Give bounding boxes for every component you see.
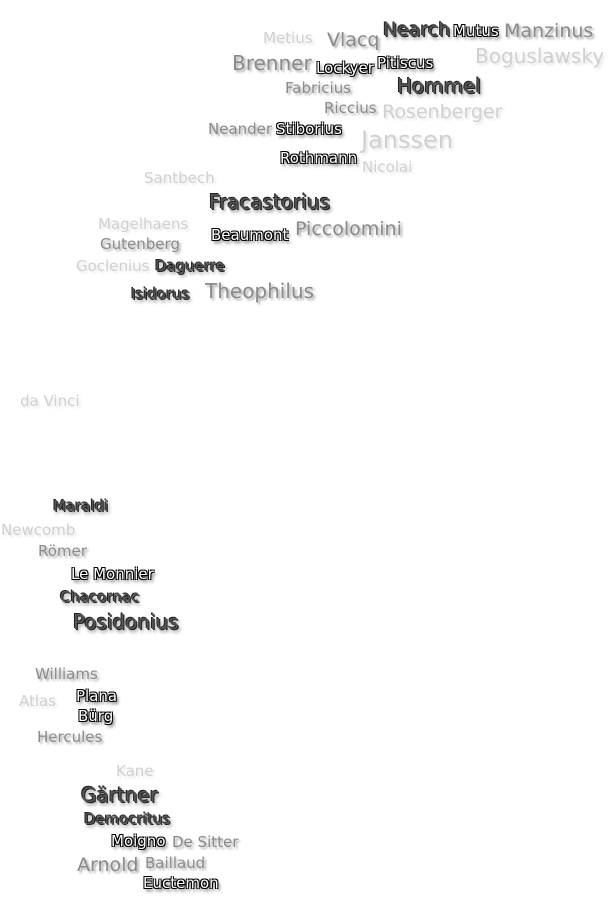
crater-label: Moigno — [111, 831, 166, 850]
crater-label: Magelhaens — [98, 214, 189, 233]
crater-label: Stiborius — [276, 119, 342, 138]
crater-label: Baillaud — [145, 853, 206, 872]
crater-label: Beaumont — [211, 225, 289, 244]
crater-label: Euctemon — [143, 873, 219, 892]
crater-label: Atlas — [19, 691, 57, 710]
crater-label: Römer — [38, 541, 87, 560]
crater-label: Hercules — [37, 727, 103, 746]
crater-label: De Sitter — [172, 832, 239, 851]
crater-label: Gärtner — [81, 783, 159, 807]
crater-label: Fracastorius — [209, 190, 331, 214]
crater-label: Santbech — [144, 168, 215, 187]
crater-label: Arnold — [77, 853, 139, 876]
crater-label: Janssen — [361, 126, 453, 154]
crater-label: da Vinci — [20, 391, 80, 410]
crater-label: Le Monnier — [71, 564, 154, 583]
crater-label: Daguerre — [155, 256, 225, 275]
crater-label: Isidorus — [131, 284, 190, 303]
crater-label: Newcomb — [1, 520, 76, 539]
crater-label: Metius — [263, 28, 313, 47]
crater-label: Theophilus — [205, 279, 315, 303]
crater-label: Posidonius — [73, 610, 179, 634]
crater-label: Chacornac — [60, 587, 140, 606]
crater-label: Gutenberg — [100, 234, 180, 253]
crater-label: Mutus — [453, 21, 499, 40]
crater-label: Boguslawsky — [475, 44, 605, 68]
crater-label: Rosenberger — [382, 100, 503, 123]
crater-label: Nicolai — [362, 157, 413, 176]
crater-label: Lockyer — [316, 58, 374, 77]
crater-label: Brenner — [232, 51, 312, 75]
crater-label: Neander — [208, 119, 273, 138]
crater-label: Goclenius — [76, 256, 150, 275]
crater-label: Bürg — [78, 706, 114, 725]
crater-label: Riccius — [324, 98, 377, 117]
crater-label: Kane — [116, 761, 154, 780]
crater-label: Maraldi — [53, 496, 109, 515]
crater-label: Rothmann — [280, 148, 358, 167]
crater-label: Hommel — [397, 74, 482, 98]
crater-label: Fabricius — [285, 78, 352, 97]
crater-label: Plana — [76, 686, 118, 705]
crater-label: Williams — [35, 664, 98, 683]
crater-label: Vlacq — [327, 28, 380, 51]
crater-label: Pitiscus — [377, 53, 434, 72]
crater-label: Piccolomini — [295, 217, 402, 240]
crater-label: Democritus — [84, 809, 171, 828]
crater-label: Nearch — [383, 18, 451, 41]
crater-label: Manzinus — [504, 19, 594, 42]
